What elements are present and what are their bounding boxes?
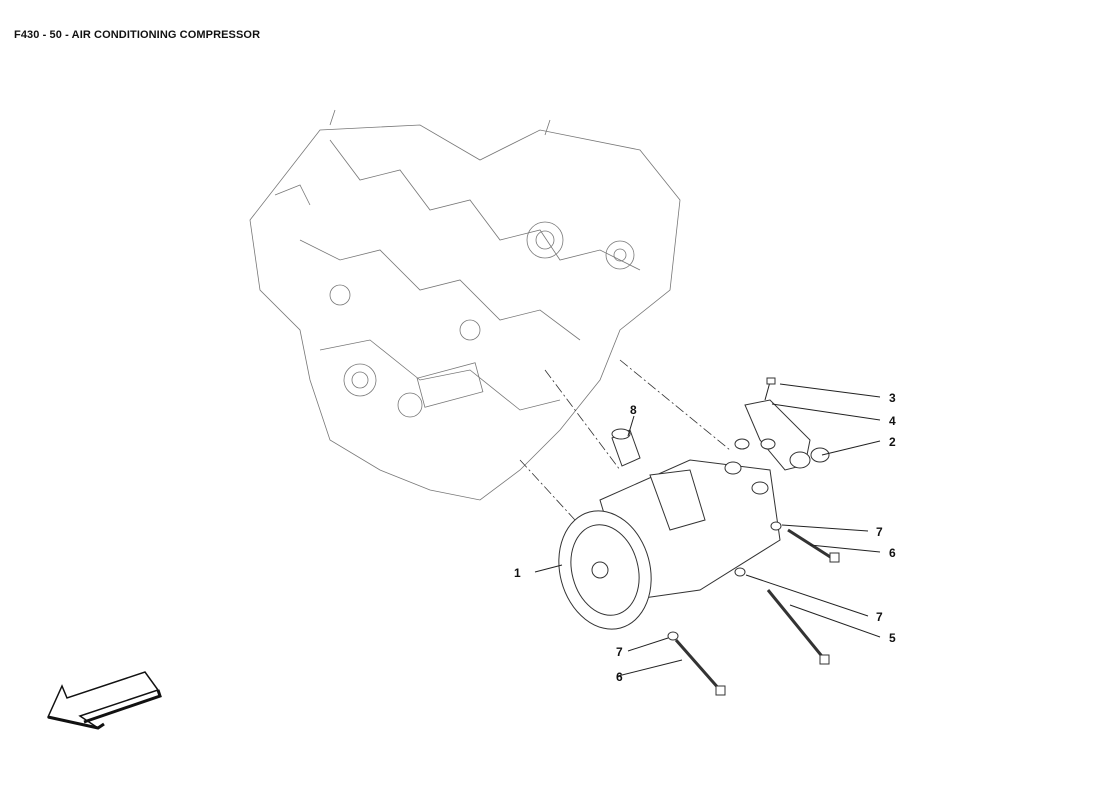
callout-1: 1 <box>514 566 521 580</box>
leader-lines <box>534 383 881 677</box>
callout-7: 7 <box>876 610 883 624</box>
screw <box>764 377 776 401</box>
front-direction-arrow-icon <box>46 671 162 730</box>
callout-8: 8 <box>630 403 637 417</box>
ac-compressor <box>558 459 781 630</box>
page-title: F430 - 50 - AIR CONDITIONING COMPRESSOR <box>14 29 261 41</box>
callout-4: 4 <box>889 414 896 428</box>
callout-7: 7 <box>876 525 883 539</box>
alignment-lines <box>519 359 731 521</box>
callout-6: 6 <box>616 670 623 684</box>
callout-2: 2 <box>889 435 896 449</box>
bushing <box>611 428 641 467</box>
callout-3: 3 <box>889 391 896 405</box>
callout-6: 6 <box>889 546 896 560</box>
pipe-fitting <box>734 399 830 471</box>
callout-7: 7 <box>616 645 623 659</box>
engine-block-drawing <box>249 109 681 501</box>
callout-5: 5 <box>889 631 896 645</box>
